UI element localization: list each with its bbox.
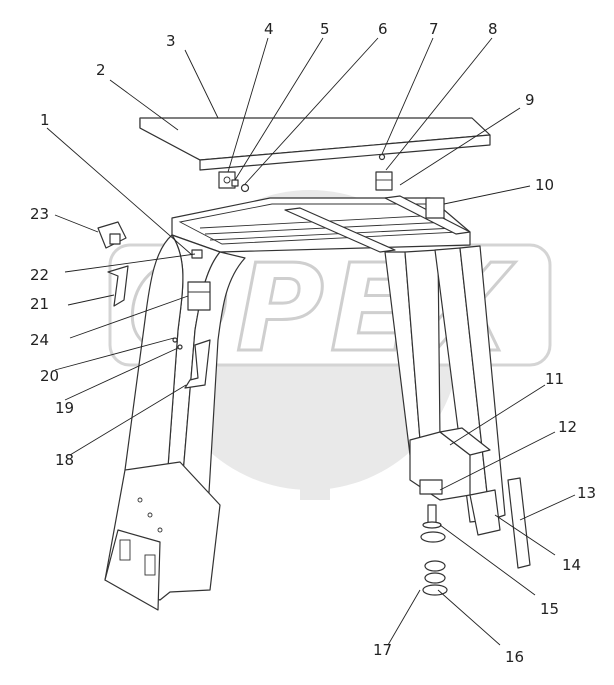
bracket-4 bbox=[218, 171, 236, 189]
callout-22: 22 bbox=[30, 266, 49, 284]
callout-19: 19 bbox=[55, 399, 74, 417]
callout-13: 13 bbox=[577, 484, 596, 502]
cab-rear-posts bbox=[384, 245, 506, 523]
callout-10: 10 bbox=[535, 176, 554, 194]
callout-5: 5 bbox=[320, 20, 330, 38]
callout-18: 18 bbox=[55, 451, 74, 469]
callout-11: 11 bbox=[545, 370, 564, 388]
callout-15: 15 bbox=[540, 600, 559, 618]
bolt-7 bbox=[378, 153, 386, 161]
callout-12: 12 bbox=[558, 418, 577, 436]
handle-18 bbox=[184, 339, 211, 389]
callout-7: 7 bbox=[429, 20, 439, 38]
nut-5 bbox=[231, 179, 239, 187]
callout-1: 1 bbox=[40, 111, 50, 129]
small-parts-19-20 bbox=[172, 337, 183, 350]
callout-21: 21 bbox=[30, 295, 49, 313]
callout-2: 2 bbox=[96, 61, 106, 79]
cushion-16 bbox=[420, 531, 446, 543]
callout-6: 6 bbox=[378, 20, 388, 38]
cushion-stack-17 bbox=[422, 560, 448, 596]
callout-3: 3 bbox=[166, 32, 176, 50]
lamp-23 bbox=[97, 221, 127, 249]
callout-8: 8 bbox=[488, 20, 498, 38]
washer-6 bbox=[240, 183, 250, 193]
leader-lines bbox=[46, 37, 576, 646]
rear-mount-block bbox=[409, 427, 501, 536]
handle-21 bbox=[107, 265, 129, 307]
callout-4: 4 bbox=[264, 20, 274, 38]
mount-bolt-15 bbox=[422, 504, 442, 529]
roof-frame bbox=[171, 195, 471, 253]
mirror-24 bbox=[187, 281, 211, 311]
callout-9: 9 bbox=[525, 91, 535, 109]
callout-20: 20 bbox=[40, 367, 59, 385]
base-plate bbox=[104, 461, 221, 611]
callout-labels: 1 2 3 4 5 6 7 8 9 10 11 12 13 14 15 16 1… bbox=[30, 20, 596, 666]
callout-23: 23 bbox=[30, 205, 49, 223]
callout-24: 24 bbox=[30, 331, 49, 349]
roof-panel bbox=[139, 117, 491, 171]
callout-17: 17 bbox=[373, 641, 392, 659]
clamp-8 bbox=[375, 171, 393, 191]
callout-16: 16 bbox=[505, 648, 524, 666]
callout-14: 14 bbox=[562, 556, 581, 574]
side-trim-13 bbox=[507, 477, 531, 569]
